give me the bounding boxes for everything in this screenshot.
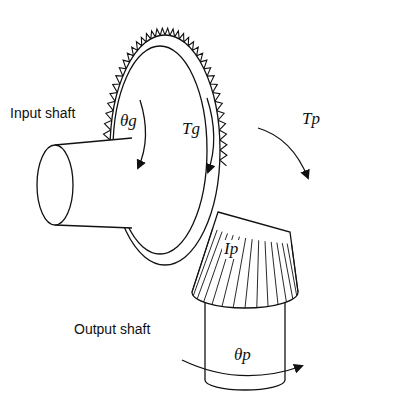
- output-shaft-end: [205, 380, 285, 390]
- pinion-tooth: [197, 232, 222, 299]
- part-label: Output shaft: [72, 322, 152, 337]
- torque-arrow: [207, 98, 214, 172]
- shaft-edge: [204, 290, 205, 380]
- pinion-tooth: [222, 237, 239, 307]
- pinion-tooth: [265, 241, 268, 306]
- pinion-tooth: [193, 230, 217, 296]
- pinion-body: [192, 212, 298, 308]
- shaft-edge: [284, 290, 285, 380]
- part-label: Input shaft: [8, 106, 77, 121]
- pinion-tooth: [282, 243, 293, 299]
- torque-symbol: Tp: [300, 110, 322, 129]
- rotation-arrow: [138, 100, 146, 168]
- pinion-tooth: [245, 239, 252, 308]
- shaft-edge: [55, 138, 132, 145]
- input-shaft-end: [37, 145, 73, 225]
- pinion-tooth: [192, 228, 213, 292]
- shaft-edge: [55, 225, 132, 228]
- angle-symbol: θp: [232, 346, 253, 365]
- pinion-tooth: [277, 243, 287, 302]
- angle-symbol: θg: [118, 112, 139, 131]
- inertia-symbol: Ip: [222, 240, 240, 259]
- pinion-tooth: [292, 244, 298, 292]
- pinion-tooth: [257, 240, 259, 307]
- torque-arrow: [258, 128, 308, 178]
- pinion-teeth: [192, 228, 298, 308]
- pinion-tooth: [271, 242, 278, 305]
- torque-symbol: Tg: [180, 120, 202, 139]
